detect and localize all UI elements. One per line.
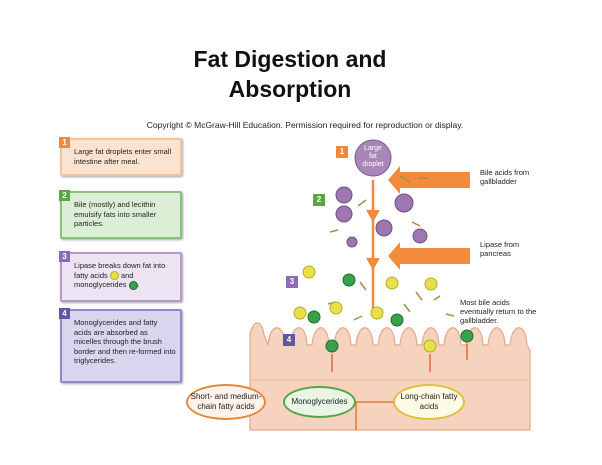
- step-2-badge: 2: [59, 190, 70, 201]
- step-3-text-b: and monoglycerides: [74, 270, 134, 290]
- step-3-text: Lipase breaks down fat into fatty acids …: [74, 261, 176, 290]
- page-title: Fat Digestion and Absorption: [193, 46, 387, 102]
- step-3-badge: 3: [59, 251, 70, 262]
- large-fat-droplet: [354, 139, 392, 177]
- bile-acids-label: Bile acids from gallbladder: [480, 168, 530, 186]
- monoglyceride-balls: [307, 273, 474, 353]
- diagram-marker-1: 1: [336, 146, 348, 158]
- diagram-marker-3: 3: [286, 276, 298, 288]
- emulsified-droplets: [335, 186, 428, 248]
- step-2-text: Bile (mostly) and lecithin emulsify fats…: [74, 200, 157, 228]
- flow-arrow-head-2: [366, 258, 380, 270]
- step-1-card: 1 Large fat droplets enter small intesti…: [59, 137, 182, 176]
- step-4-text: Monoglycerides and fatty acids are absor…: [74, 318, 176, 365]
- step-2-card: 2 Bile (mostly) and lecithin emulsify fa…: [59, 190, 182, 239]
- lipase-label: Lipase from pancreas: [480, 240, 520, 258]
- bile-return-label: Most bile acids eventually return to the…: [460, 298, 537, 325]
- flow-arrow-head-1: [366, 210, 380, 222]
- copyright-notice: Copyright © McGraw-Hill Education. Permi…: [146, 120, 464, 130]
- short-medium-chain-oval: Short- and medium-chain fatty acids: [186, 384, 266, 420]
- absorption-arrows: [331, 344, 468, 372]
- step-1-badge: 1: [59, 137, 70, 148]
- step-3-text-a: Lipase breaks down fat into fatty acids: [74, 261, 166, 280]
- step-1-text: Large fat droplets enter small intestine…: [74, 147, 172, 166]
- bile-arrow: [388, 166, 470, 194]
- green-monoglyceride-icon: [128, 280, 138, 290]
- monoglycerides-oval: Monoglycerides: [283, 386, 356, 418]
- step-4-card: 4 Monoglycerides and fatty acids are abs…: [59, 308, 182, 383]
- step-4-badge: 4: [59, 308, 70, 319]
- lipase-arrow: [388, 242, 470, 270]
- long-chain-oval: Long-chain fatty acids: [393, 384, 465, 420]
- step-3-text-c: .: [137, 280, 140, 290]
- droplet-label: Large fat droplet: [362, 145, 384, 168]
- diagram-marker-2: 2: [313, 194, 325, 206]
- fatty-acid-balls: [293, 265, 438, 353]
- step-3-card: 3 Lipase breaks down fat into fatty acid…: [59, 251, 182, 302]
- diagram-marker-4: 4: [283, 334, 295, 346]
